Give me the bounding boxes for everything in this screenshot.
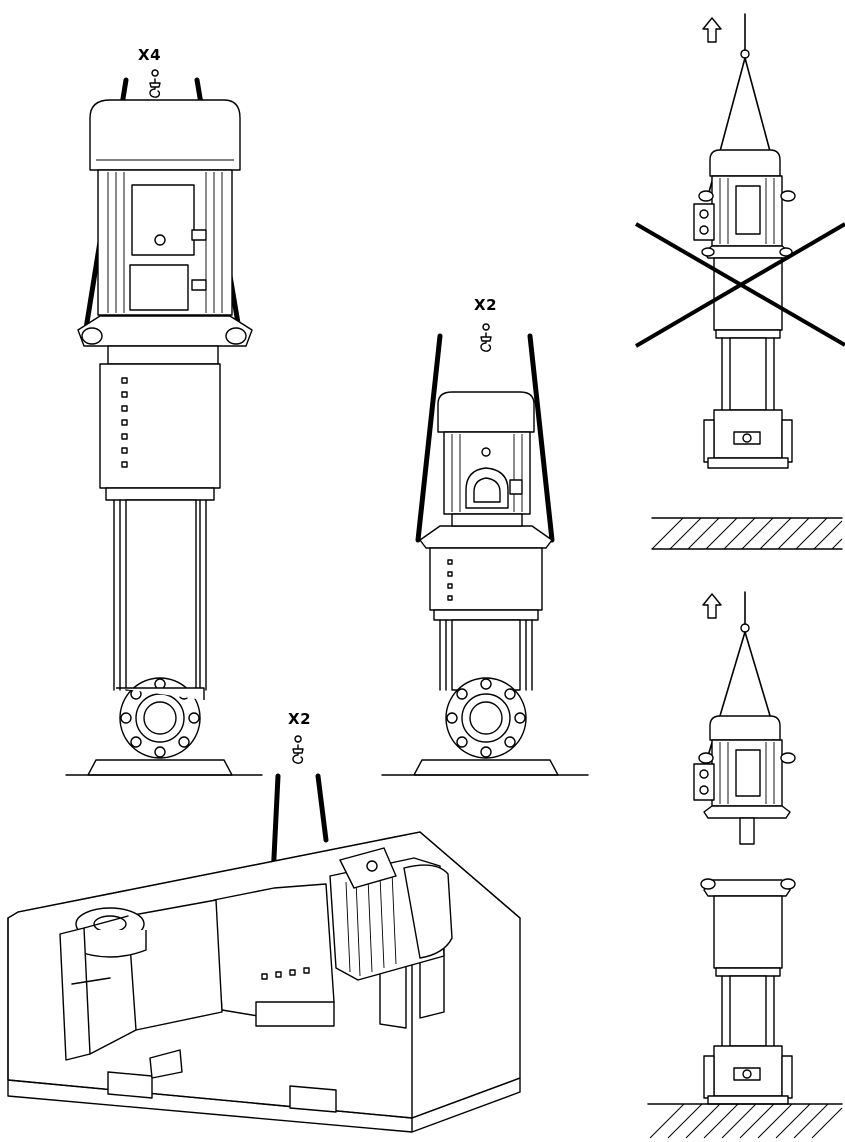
label-x4: X4	[138, 46, 162, 64]
label-x2-short-pump: X2	[474, 296, 498, 314]
label-x2-crate: X2	[288, 710, 312, 728]
prohibited-cross-icon	[634, 222, 845, 348]
figure-lift-motor-separately	[647, 591, 843, 1139]
figure-vertical-pump-short	[381, 323, 589, 776]
lift-up-arrow-icon	[702, 593, 722, 619]
lifting-strap-left	[415, 333, 443, 543]
lift-up-arrow-icon	[702, 17, 722, 43]
figure-pump-in-crate	[7, 735, 521, 1133]
crane-hook-icon	[149, 69, 161, 98]
figure-lift-motor-prohibited	[634, 13, 845, 550]
ground-hatch	[647, 1103, 843, 1139]
crane-hook-icon	[292, 735, 304, 764]
crane-hook-icon	[480, 323, 492, 352]
ground-hatch	[651, 517, 843, 550]
lifting-strap-right	[315, 773, 329, 843]
lifting-strap-right	[527, 333, 555, 543]
figure-vertical-pump-full	[65, 69, 263, 776]
